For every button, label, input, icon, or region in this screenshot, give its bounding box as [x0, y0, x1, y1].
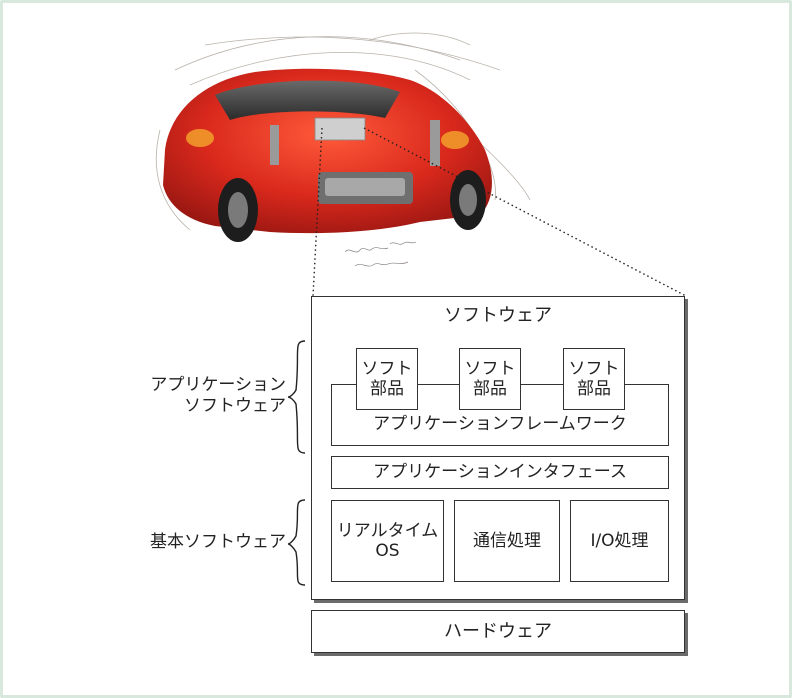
app-interface-box: アプリケーションインタフェース: [331, 456, 669, 489]
io-box: I/O処理: [570, 500, 669, 582]
app-software-line2: ソフトウェア: [184, 396, 286, 417]
hardware-box: ハードウェア: [311, 610, 685, 653]
soft-part-3-line2: 部品: [577, 379, 611, 399]
rtos-box: リアルタイム OS: [331, 500, 444, 582]
hardware-label: ハードウェア: [444, 620, 552, 642]
soft-part-3: ソフト 部品: [563, 348, 625, 410]
soft-part-1-line1: ソフト: [361, 358, 413, 379]
comm-box: 通信処理: [454, 500, 560, 582]
soft-part-2: ソフト 部品: [459, 348, 521, 410]
braces: [287, 340, 306, 586]
soft-part-2-line1: ソフト: [464, 358, 516, 379]
connector-lines: [312, 127, 687, 297]
soft-part-3-line1: ソフト: [568, 358, 620, 379]
soft-part-1-line2: 部品: [370, 379, 404, 399]
rtos-line2: OS: [375, 541, 400, 561]
app-interface-label: アプリケーションインタフェース: [373, 462, 627, 483]
soft-part-1: ソフト 部品: [356, 348, 418, 410]
car-body: [163, 68, 492, 242]
app-software-label: アプリケーション ソフトウェア: [110, 375, 286, 418]
app-framework-label: アプリケーションフレームワーク: [373, 414, 627, 434]
rtos-line1: リアルタイム: [336, 520, 439, 541]
soft-part-2-line2: 部品: [473, 379, 507, 399]
app-software-line1: アプリケーション: [150, 375, 286, 395]
software-title: ソフトウェア: [444, 305, 552, 326]
comm-label: 通信処理: [473, 530, 541, 551]
basic-software-label: 基本ソフトウェア: [150, 532, 286, 552]
io-label: I/O処理: [590, 530, 649, 551]
signature: [344, 241, 417, 267]
